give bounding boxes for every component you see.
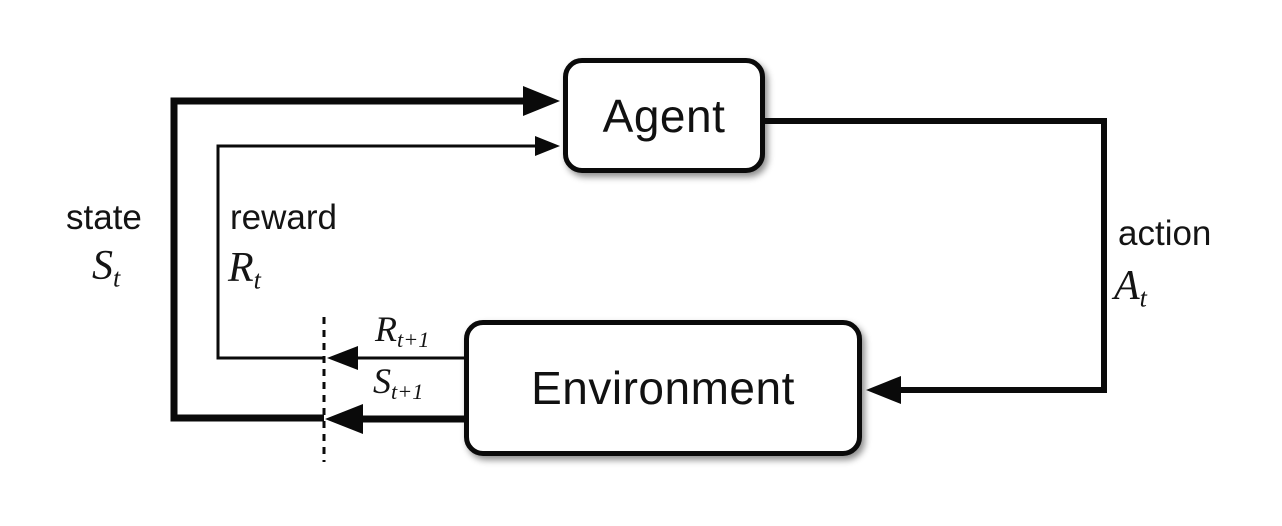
action-symbol: At [1114, 263, 1147, 313]
next-reward-symbol: Rt+1 [375, 309, 430, 353]
state-label: state [66, 198, 142, 237]
reward-label: reward [230, 198, 337, 237]
next-state-symbol: St+1 [373, 361, 424, 405]
reward-arrowhead-icon [535, 136, 560, 156]
next-state-arrowhead-icon [325, 404, 363, 434]
state-arrowhead-icon [523, 86, 560, 116]
agent-box: Agent [563, 58, 765, 173]
agent-label: Agent [602, 89, 726, 142]
reward-symbol: Rt [228, 245, 261, 295]
next-reward-arrowhead-icon [327, 346, 358, 370]
action-arrowhead-icon [866, 376, 901, 404]
action-label: action [1118, 214, 1212, 253]
environment-box: Environment [464, 320, 862, 456]
environment-label: Environment [531, 362, 795, 414]
state-symbol: St [92, 243, 121, 293]
